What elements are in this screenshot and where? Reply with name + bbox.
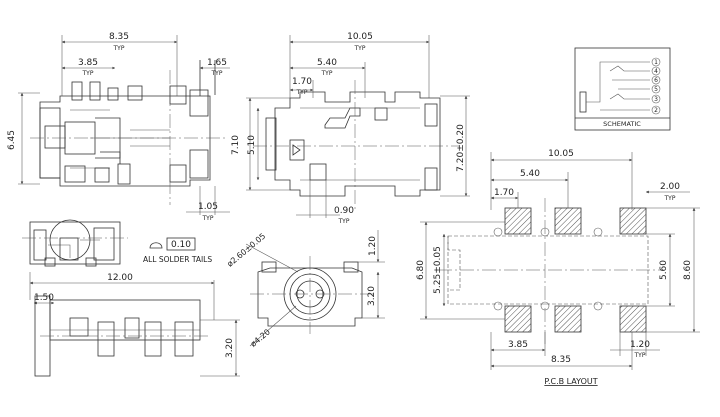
schematic-title: SCHEMATIC: [603, 120, 641, 128]
dim-pad-offset: 5.40: [520, 169, 540, 179]
dim-pad-row-span: 6.80: [416, 260, 426, 280]
dim-pad-size: 2.00: [660, 182, 680, 192]
dim-top-width: 8.35: [109, 32, 129, 42]
dim-height-tolerance: 7.20±0.20: [456, 124, 466, 172]
dim-pad-total: 8.35: [551, 355, 571, 365]
typ-label: TYP: [664, 195, 676, 202]
dim-pin-diameter: ø2.60±0.05: [225, 231, 267, 268]
dim-end-offset: 1.70: [292, 77, 312, 87]
typ-label: TYP: [296, 89, 308, 96]
dim-jack-diameter: ø4.20: [249, 327, 272, 348]
dim-depth: 3.20: [367, 286, 377, 306]
dim-pad-width: 1.20: [630, 340, 650, 350]
front-view: ø2.60±0.05 ø4.20 1.20 3.20: [225, 230, 385, 349]
dim-outer-span: 8.60: [683, 260, 693, 280]
pin-label: 3: [654, 96, 658, 103]
typ-label: TYP: [82, 70, 94, 77]
dim-overall-length: 12.00: [107, 273, 133, 283]
pad: [504, 305, 532, 333]
pad: [504, 207, 532, 235]
pcb-layout: 10.05 5.40 1.70 2.00 TYP 6.80 5.25±0.05 …: [416, 149, 700, 386]
pad: [554, 305, 582, 333]
dim-pin-spacing: 3.85: [78, 58, 98, 68]
typ-label: TYP: [202, 215, 214, 222]
pcb-layout-title: P.C.B LAYOUT: [544, 377, 597, 386]
dim-inner-span: 5.60: [659, 260, 669, 280]
dim-pin-offset: 5.40: [317, 58, 337, 68]
typ-label: TYP: [113, 45, 125, 52]
dim-pad-span: 10.05: [548, 149, 574, 159]
typ-label: TYP: [354, 45, 366, 52]
dim-rim: 1.20: [368, 236, 378, 256]
top-left-view: 8.35 TYP 3.85 TYP 1.65 TYP 6.45 1.05 TYP: [7, 32, 230, 222]
dim-tail-width: 1.05: [198, 202, 218, 212]
dim-inner-height: 5.10: [247, 135, 257, 155]
typ-label: TYP: [634, 352, 646, 359]
dim-tail-length: 3.20: [225, 338, 235, 358]
pad: [619, 305, 647, 333]
dim-pad-pitch: 3.85: [508, 340, 528, 350]
typ-label: TYP: [321, 70, 333, 77]
dim-body-height: 7.10: [231, 135, 241, 155]
dim-edge-offset: 1.70: [494, 188, 514, 198]
dim-overall-length: 10.05: [347, 32, 373, 42]
typ-label: TYP: [338, 218, 350, 225]
pad: [619, 207, 647, 235]
dim-keepout: 5.25±0.05: [433, 246, 443, 294]
dim-flange: 1.50: [34, 293, 54, 303]
pin-label: 1: [654, 59, 658, 66]
pin-label: 6: [654, 77, 658, 84]
pad: [554, 207, 582, 235]
dim-height: 6.45: [7, 130, 17, 150]
pin-label: 5: [654, 86, 658, 93]
dim-tail-thickness: 0.90: [334, 206, 354, 216]
schematic-pins: 1 4 6 5 3 2: [651, 57, 661, 115]
typ-label: TYP: [211, 70, 223, 77]
schematic: SCHEMATIC 1 4 6 5 3 2: [574, 47, 671, 131]
note-value: 0.10: [171, 240, 191, 250]
pin-label: 4: [654, 68, 658, 75]
dim-tab-width: 1.65: [207, 58, 227, 68]
note-text: ALL SOLDER TAILS: [143, 255, 212, 264]
top-middle-view: 10.05 TYP 5.40 TYP 1.70 TYP 7.10 5.10 7.…: [231, 32, 470, 225]
pin-label: 2: [654, 107, 658, 114]
bottom-left-view: 0.10 ALL SOLDER TAILS 12.00 1.50 3.20: [22, 219, 240, 377]
